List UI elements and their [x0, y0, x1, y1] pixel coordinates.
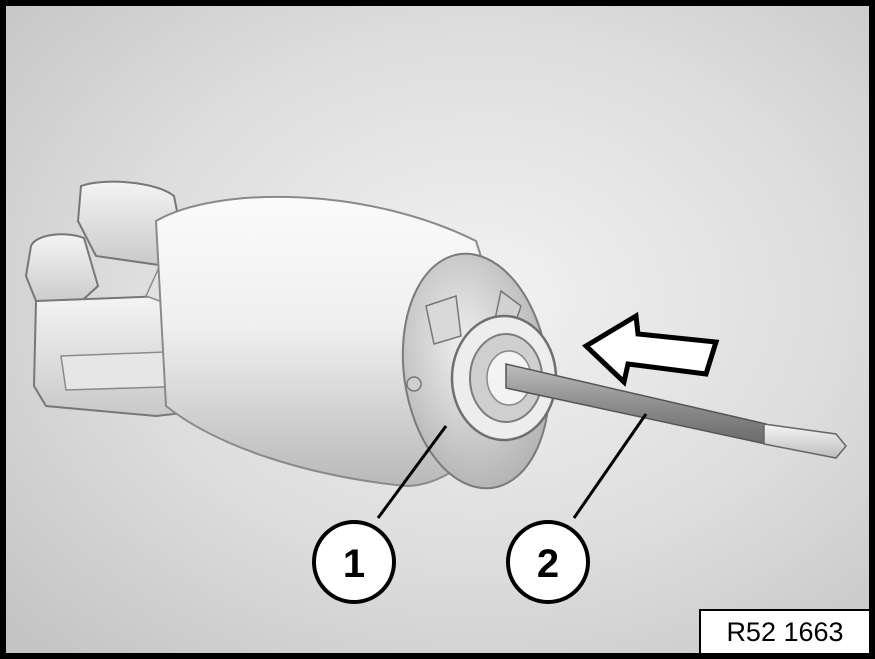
leader-line-2	[572, 413, 648, 519]
part-illustration: 1 2	[6, 6, 869, 653]
leader-line-1	[376, 425, 448, 519]
callout-1: 1	[312, 520, 396, 604]
figure-area: 1 2 R52 1663	[6, 6, 869, 653]
figure-id-label: R52 1663	[699, 609, 869, 653]
direction-arrow-icon	[581, 311, 720, 387]
insertion-rod	[505, 363, 847, 459]
callout-2: 2	[506, 520, 590, 604]
locking-ring	[450, 314, 558, 442]
callout-1-label: 1	[343, 542, 365, 586]
callout-2-label: 2	[537, 542, 559, 586]
